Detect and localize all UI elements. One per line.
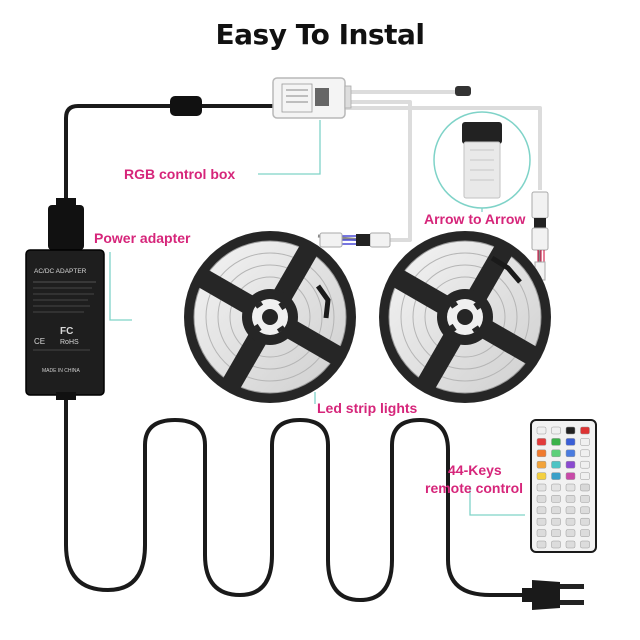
remote-key	[565, 460, 576, 469]
remote-key	[565, 540, 576, 549]
remote-key	[536, 517, 547, 526]
remote-key	[580, 483, 590, 492]
remote-key	[580, 517, 590, 526]
remote-key	[580, 529, 590, 537]
remote-key	[536, 449, 547, 458]
connector-callout	[433, 111, 531, 209]
remote-key	[536, 426, 547, 435]
remote-key	[580, 449, 590, 458]
power-brick-icon	[25, 198, 105, 400]
remote-key	[580, 426, 590, 435]
strip-tail-left	[315, 284, 331, 319]
led-reel-left	[184, 231, 356, 403]
remote-key	[551, 517, 561, 526]
remote-key	[551, 426, 561, 435]
strip-tail-right	[490, 255, 522, 284]
remote-key	[565, 506, 576, 515]
ir-remote-icon	[530, 419, 597, 553]
remote-key	[536, 472, 547, 480]
remote-key	[565, 529, 576, 537]
remote-key	[536, 438, 547, 446]
remote-key	[551, 438, 561, 446]
remote-key	[551, 472, 561, 480]
remote-key	[565, 438, 576, 446]
remote-key	[580, 460, 590, 469]
remote-key	[580, 506, 590, 515]
label-remote-line1: 44-Keys	[448, 462, 502, 478]
label-led-strip-lights: Led strip lights	[317, 400, 418, 416]
remote-key	[580, 472, 590, 480]
remote-key	[565, 472, 576, 480]
remote-key	[551, 540, 561, 549]
callout-lines	[109, 120, 525, 516]
rgb-controller-icon	[272, 77, 352, 119]
remote-key	[536, 483, 547, 492]
dc-cable	[64, 104, 275, 205]
remote-key	[580, 540, 590, 549]
remote-key	[565, 483, 576, 492]
remote-key	[565, 495, 576, 503]
remote-key	[551, 483, 561, 492]
remote-key	[551, 495, 561, 503]
remote-key	[551, 529, 561, 537]
label-rgb-control-box: RGB control box	[124, 166, 236, 182]
fc-mark: FC	[60, 326, 73, 337]
us-plug-icon	[522, 580, 584, 610]
ce-mark: CE	[34, 337, 45, 346]
label-remote-line2: remote control	[425, 480, 524, 496]
label-power-adapter: Power adapter	[94, 230, 191, 246]
remote-key	[565, 426, 576, 435]
remote-key	[580, 438, 590, 446]
remote-key	[551, 460, 561, 469]
ferrite-bead	[170, 96, 202, 116]
remote-key	[565, 517, 576, 526]
ac-cable	[64, 393, 530, 602]
remote-key	[536, 460, 547, 469]
rohs-mark: RoHS	[60, 339, 79, 346]
remote-key	[551, 506, 561, 515]
adapter-label: AC/DC ADAPTER	[34, 268, 87, 275]
ir-receiver-icon	[455, 86, 471, 96]
remote-key	[536, 529, 547, 537]
remote-key	[536, 540, 547, 549]
remote-key	[565, 449, 576, 458]
4-pin-connector-icon	[531, 191, 549, 281]
remote-key	[536, 495, 547, 503]
remote-key	[580, 495, 590, 503]
made-in-mark: MADE IN CHINA	[42, 368, 80, 374]
page-title: Easy To Instal	[215, 18, 425, 51]
remote-key	[551, 449, 561, 458]
middle-connector	[319, 232, 391, 248]
led-reel-right	[379, 231, 551, 403]
label-arrow-to-arrow: Arrow to Arrow	[424, 211, 526, 227]
remote-key	[536, 506, 547, 515]
